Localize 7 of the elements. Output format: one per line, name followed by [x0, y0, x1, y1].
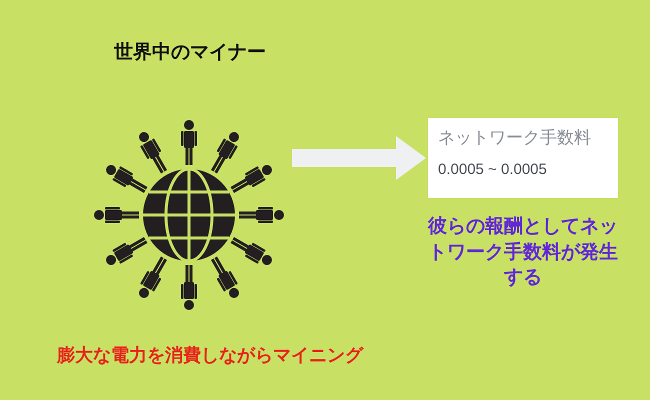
node-label: 彼らの報酬としてネットワーク手数料が発生する [426, 214, 619, 290]
arrow [292, 136, 426, 180]
node-label: 膨大な電力を消費しながらマイニング [56, 344, 365, 368]
heading: 世界中のマイナー [113, 40, 267, 65]
fee-heading: ネットワーク手数料 [438, 127, 592, 149]
fee-amount: 0.0005 ~ 0.0005 [438, 161, 548, 178]
fee-card [428, 118, 618, 198]
